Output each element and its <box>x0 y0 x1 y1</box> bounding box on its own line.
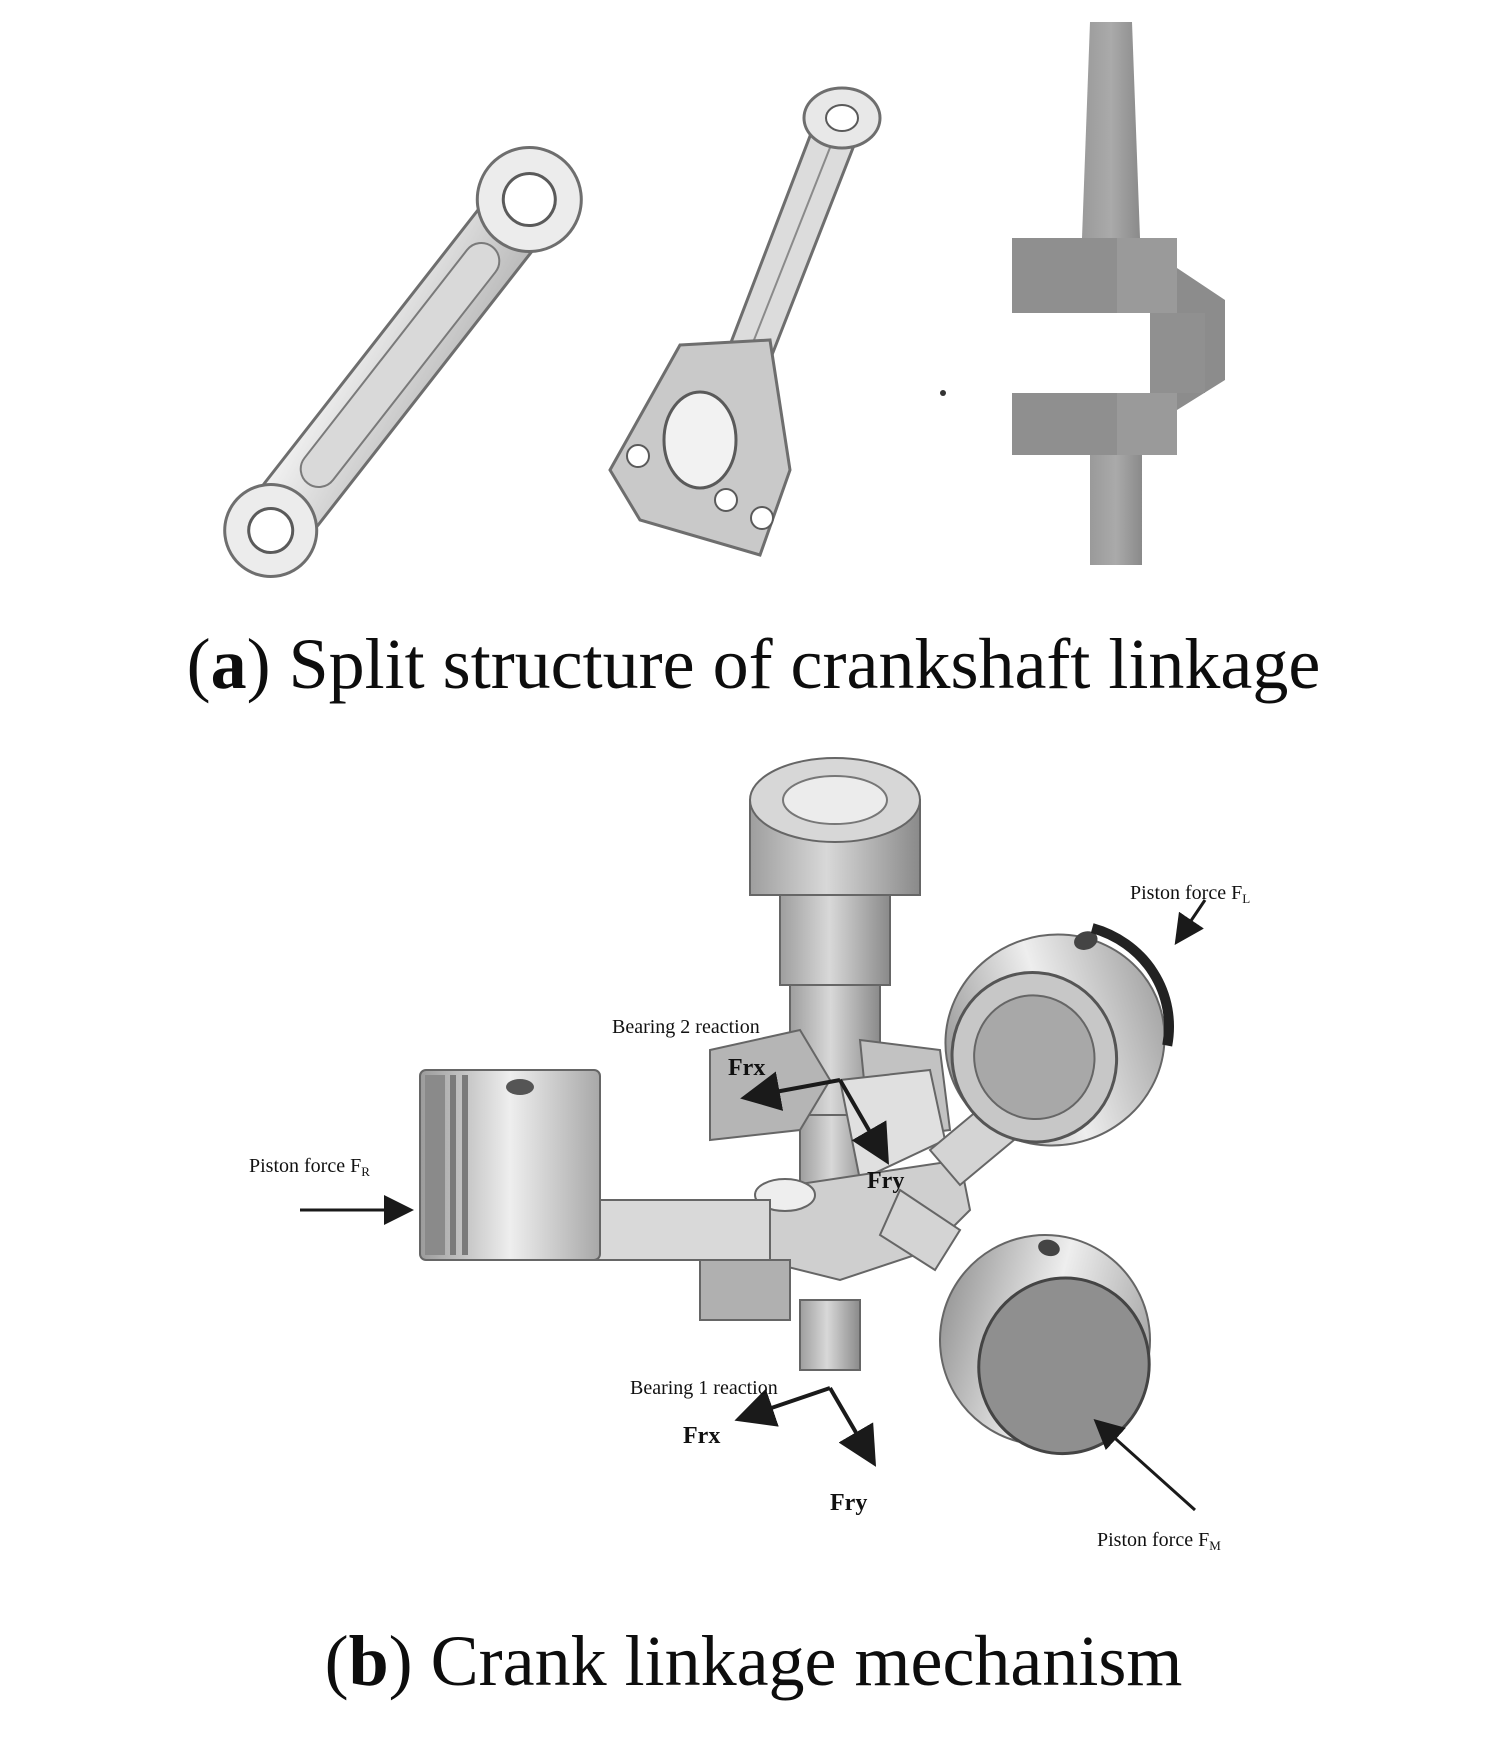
arrow-frx-top <box>740 1071 841 1111</box>
master-rod-part <box>608 86 882 557</box>
right-upper-piston-assembly <box>928 923 1174 1187</box>
panel-b-caption-text: Crank linkage mechanism <box>430 1621 1183 1701</box>
label-piston-force-l: Piston force FL <box>1130 882 1250 906</box>
panel-a-figure <box>223 22 1225 578</box>
label-bearing-2-reaction: Bearing 2 reaction <box>612 1016 760 1038</box>
panel-b-caption: (b) Crank linkage mechanism <box>324 1621 1183 1701</box>
speck-dot <box>940 390 946 396</box>
arrow-piston-force-m <box>1093 1418 1197 1512</box>
arrow-fry-bottom <box>828 1386 877 1467</box>
panel-b-letter: b <box>348 1621 389 1701</box>
label-piston-force-m: Piston force FM <box>1097 1529 1221 1553</box>
arrow-piston-force-l <box>1174 899 1207 945</box>
connecting-rod-part <box>223 146 583 578</box>
label-frx-top: Frx <box>728 1055 765 1081</box>
label-fry-top: Fry <box>867 1168 904 1194</box>
panel-a-letter: a <box>210 624 247 704</box>
panel-a-caption-text: Split structure of crankshaft linkage <box>288 624 1321 704</box>
label-bearing-1-reaction: Bearing 1 reaction <box>630 1377 778 1399</box>
arrow-frx-bottom <box>734 1386 831 1427</box>
label-frx-bottom: Frx <box>683 1423 720 1449</box>
right-lower-piston-assembly <box>878 1188 1151 1456</box>
label-fry-bottom: Fry <box>830 1490 867 1516</box>
panel-a-caption: (a) Split structure of crankshaft linkag… <box>186 624 1321 704</box>
panel-b-figure: Piston force FL Piston force FR Piston f… <box>249 757 1250 1553</box>
crankshaft-part <box>1012 22 1225 565</box>
label-piston-force-r: Piston force FR <box>249 1155 370 1179</box>
left-piston-assembly <box>419 1069 771 1261</box>
arrow-fry-top <box>838 1079 889 1165</box>
force-arrows <box>300 899 1207 1512</box>
